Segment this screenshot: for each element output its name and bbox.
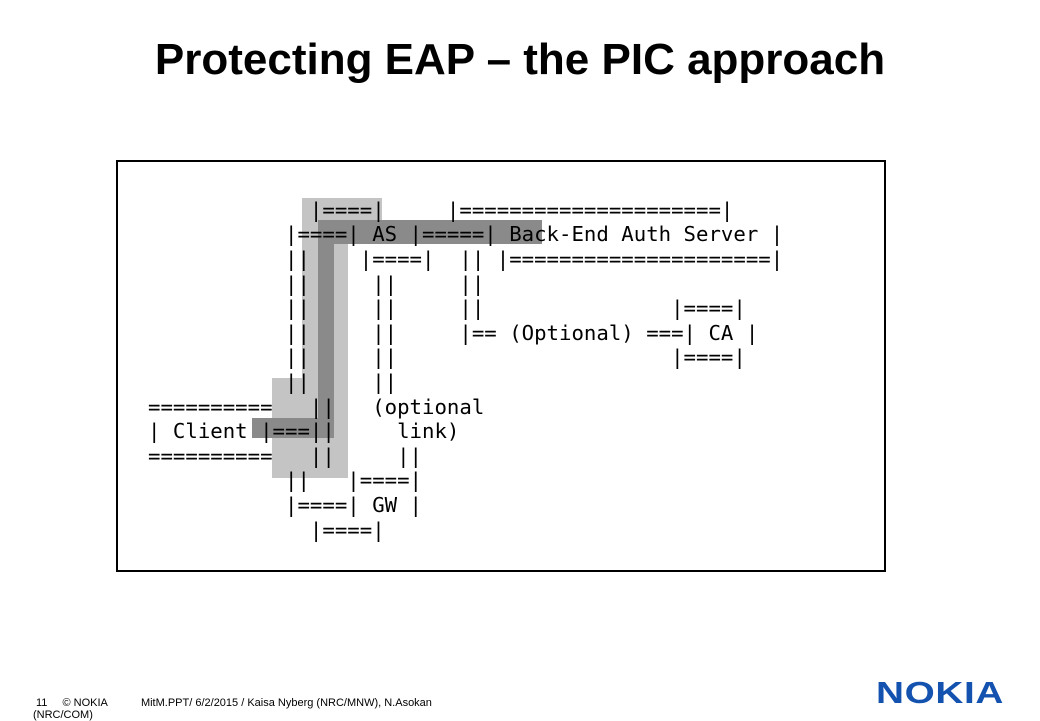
diagram-line: || |====| || |=====================|: [148, 247, 784, 271]
diagram-line: || || |== (Optional) ===| CA |: [148, 321, 759, 345]
logo-text: NOKIA: [876, 678, 1004, 708]
diagram-line: |====| GW |: [148, 493, 423, 517]
diagram-line: |====| |=====================|: [148, 198, 734, 222]
page-number: 11: [36, 697, 48, 709]
ascii-diagram-frame: |====| |=====================| |====| AS…: [116, 160, 886, 572]
document-info: MitM.PPT/ 6/2/2015 / Kaisa Nyberg (NRC/M…: [140, 697, 432, 709]
nokia-logo: NOKIA: [876, 678, 1010, 708]
diagram-line: ========== || ||: [148, 444, 423, 468]
tunnel-highlight-dark-top: [318, 220, 542, 244]
diagram-line: || || || |====|: [148, 296, 746, 320]
diagram-line: || || ||: [148, 272, 485, 296]
tunnel-highlight-dark-client: [252, 418, 334, 438]
slide-title: Protecting EAP – the PIC approach: [154, 35, 886, 84]
diagram-line: |====| AS |=====| Back-End Auth Server |: [148, 222, 784, 246]
copyright-notice: © NOKIA: [62, 697, 108, 709]
diagram-line: |====|: [148, 518, 385, 542]
diagram-line: ========== || (optional: [148, 395, 485, 419]
footer-info: 11 © NOKIA MitM.PPT/ 6/2/2015 / Kaisa Ny…: [36, 697, 432, 710]
diagram-line: || |====|: [148, 468, 423, 492]
tunnel-highlight-dark-vertical: [318, 244, 334, 430]
organization-label: (NRC/COM): [33, 709, 93, 721]
diagram-line: || || |====|: [148, 345, 746, 369]
diagram-line: || ||: [148, 370, 398, 394]
diagram-line: | Client |===|| link): [148, 419, 460, 443]
